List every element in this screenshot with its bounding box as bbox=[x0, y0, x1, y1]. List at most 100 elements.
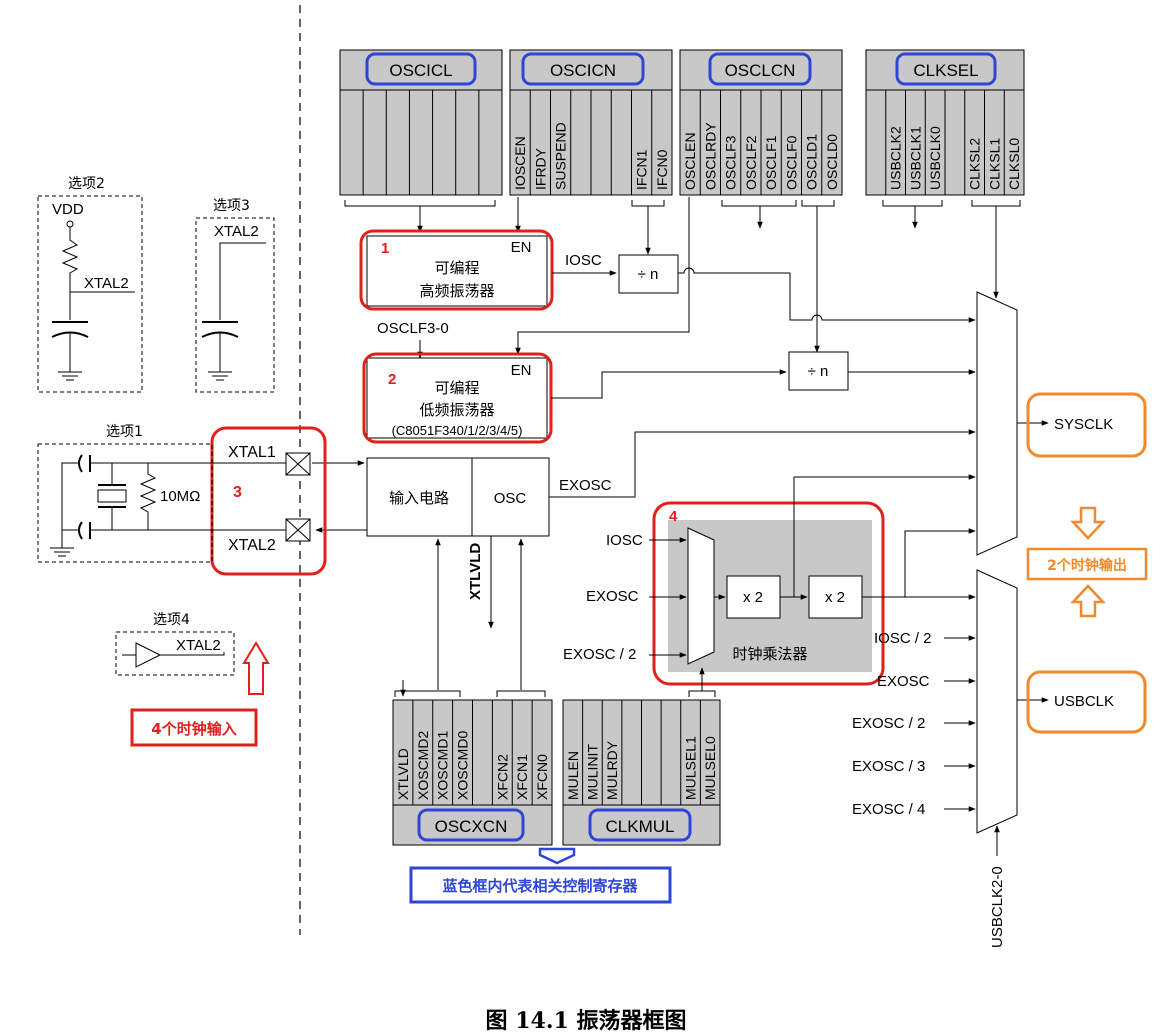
register-brackets bbox=[344, 197, 1021, 299]
up-arrow-icon bbox=[242, 641, 270, 695]
block-label: ÷ n bbox=[638, 266, 659, 283]
block-label: 高频振荡器 bbox=[419, 282, 494, 300]
xtal-pins: XTAL1 XTAL2 3 bbox=[210, 426, 327, 576]
registers-note-box bbox=[409, 866, 672, 904]
option-title: 选项4 bbox=[153, 612, 190, 628]
register-bit-label: USBCLK0 bbox=[927, 126, 943, 190]
block-number: 3 bbox=[233, 484, 242, 501]
divider-n-1: ÷ n bbox=[618, 254, 679, 294]
resistor-label: 10MΩ bbox=[160, 488, 200, 505]
input-circuit-block: 输入电路 OSC bbox=[366, 457, 550, 537]
enable-label: EN bbox=[511, 362, 532, 379]
register-bit-label: IFRDY bbox=[532, 147, 548, 190]
option-4: 选项4 XTAL2 bbox=[115, 612, 235, 676]
register-bit-label: XOSCMD0 bbox=[455, 731, 471, 800]
sysclk-output-box bbox=[1026, 392, 1147, 458]
register-bit-label: IFCN0 bbox=[654, 149, 670, 190]
block-number: 4 bbox=[669, 508, 678, 525]
xtal2-label: XTAL2 bbox=[228, 537, 276, 554]
signal-usb-exosc4: EXOSC / 4 bbox=[852, 801, 925, 818]
register-bit-label: IFCN1 bbox=[634, 149, 650, 190]
register-bit-label: XFCN2 bbox=[494, 754, 510, 800]
block-label: 时钟乘法器 bbox=[732, 645, 807, 663]
xtal1-label: XTAL1 bbox=[228, 444, 276, 461]
block-label: (C8051F340/1/2/3/4/5) bbox=[392, 423, 523, 438]
register-bit-label: CLKSL1 bbox=[986, 138, 1002, 190]
register-bit-label: MULSEL0 bbox=[702, 736, 718, 800]
register-title: OSCLCN bbox=[725, 61, 796, 80]
signal-exosc: EXOSC bbox=[559, 477, 612, 494]
register-bit-label: MULSEL1 bbox=[683, 736, 699, 800]
register-bit-label: CLKSL2 bbox=[967, 138, 983, 190]
down-arrow-icon bbox=[538, 847, 576, 865]
option-2: 选项2 VDD XTAL2 bbox=[37, 176, 143, 393]
register-bit-label: OSCLF2 bbox=[743, 135, 759, 190]
register-bit-label: XOSCMD1 bbox=[435, 731, 451, 800]
register-bit-label: OSCLD1 bbox=[804, 134, 820, 190]
register-title: OSCICN bbox=[550, 61, 616, 80]
clock-multiplier-block: 4 x 2 x 2 时钟乘法器 bbox=[652, 501, 885, 686]
registers-note: 蓝色框内代表相关控制寄存器 bbox=[442, 877, 638, 895]
pin-label: XTAL2 bbox=[214, 223, 259, 240]
signal-iosc: IOSC bbox=[565, 252, 602, 269]
vdd-label: VDD bbox=[52, 201, 84, 218]
block-label: x 2 bbox=[743, 589, 763, 606]
divider-n-2: ÷ n bbox=[788, 351, 849, 391]
register-bit-label: OSCLEN bbox=[682, 132, 698, 190]
signal-mul-iosc: IOSC bbox=[606, 532, 643, 549]
pin-label: XTAL2 bbox=[84, 275, 129, 292]
option-title: 选项3 bbox=[213, 198, 250, 214]
register-bit-label: XFCN1 bbox=[514, 754, 530, 800]
signal-usb-iosc2: IOSC / 2 bbox=[874, 630, 932, 647]
inputs-annotation-box bbox=[130, 708, 258, 747]
up-arrow-icon bbox=[1070, 584, 1106, 618]
block-label: ÷ n bbox=[808, 363, 829, 380]
block-label: 低频振荡器 bbox=[419, 401, 494, 419]
signal-usb-exosc2: EXOSC / 2 bbox=[852, 715, 925, 732]
register-bit-label: USBCLK2 bbox=[888, 126, 904, 190]
register-bit-label: CLKSL0 bbox=[1006, 138, 1022, 190]
register-bit-label: XTLVLD bbox=[395, 748, 411, 800]
outputs-annotation-box bbox=[1026, 547, 1148, 581]
option-title: 选项1 bbox=[106, 424, 143, 440]
signal-mul-exosc: EXOSC bbox=[586, 588, 639, 605]
sysclk-mux bbox=[976, 291, 1018, 556]
register-bit-label: USBCLK1 bbox=[907, 126, 923, 190]
register-title: OSCICL bbox=[389, 61, 452, 80]
signal-mul-exosc2: EXOSC / 2 bbox=[563, 646, 636, 663]
option-1: 选项1 10MΩ bbox=[37, 424, 286, 563]
usbclk-label: USBCLK bbox=[1054, 693, 1114, 710]
block-label: 可编程 bbox=[434, 259, 479, 277]
signal-osclf: OSCLF3-0 bbox=[377, 320, 449, 337]
register-bit-label: OSCLF1 bbox=[763, 135, 779, 190]
option-3: 选项3 XTAL2 bbox=[195, 198, 275, 393]
signal-usb-exosc3: EXOSC / 3 bbox=[852, 758, 925, 775]
block-label: x 2 bbox=[825, 589, 845, 606]
pin-label: XTAL2 bbox=[176, 637, 221, 654]
signal-usbclk-sel: USBCLK2-0 bbox=[989, 866, 1006, 948]
register-bit-label: SUSPEND bbox=[553, 122, 569, 190]
lf-oscillator-block: 2 EN 可编程 低频振荡器 (C8051F340/1/2/3/4/5) bbox=[362, 352, 553, 444]
register-bit-label: OSCLRDY bbox=[702, 122, 718, 190]
outputs-annotation: 2个时钟输出 bbox=[1047, 557, 1127, 574]
block-label: 可编程 bbox=[434, 379, 479, 397]
register-title: CLKSEL bbox=[913, 61, 978, 80]
register-bit-label: XFCN0 bbox=[534, 754, 550, 800]
usbclk-output-box bbox=[1026, 670, 1147, 734]
register-bit-label: XOSCMD2 bbox=[415, 731, 431, 800]
register-bit-label: IOSCEN bbox=[512, 136, 528, 190]
down-arrow-icon bbox=[1070, 506, 1106, 540]
register-title: OSCXCN bbox=[435, 817, 508, 836]
register-bit-label: MULINIT bbox=[584, 744, 600, 800]
block-label: OSC bbox=[494, 490, 527, 507]
register-bit-label: MULRDY bbox=[604, 740, 620, 800]
block-label: 输入电路 bbox=[389, 489, 449, 507]
usbclk-mux bbox=[976, 569, 1018, 834]
block-number: 1 bbox=[381, 240, 389, 257]
register-title: CLKMUL bbox=[606, 817, 675, 836]
register-bit-label: OSCLF3 bbox=[723, 135, 739, 190]
